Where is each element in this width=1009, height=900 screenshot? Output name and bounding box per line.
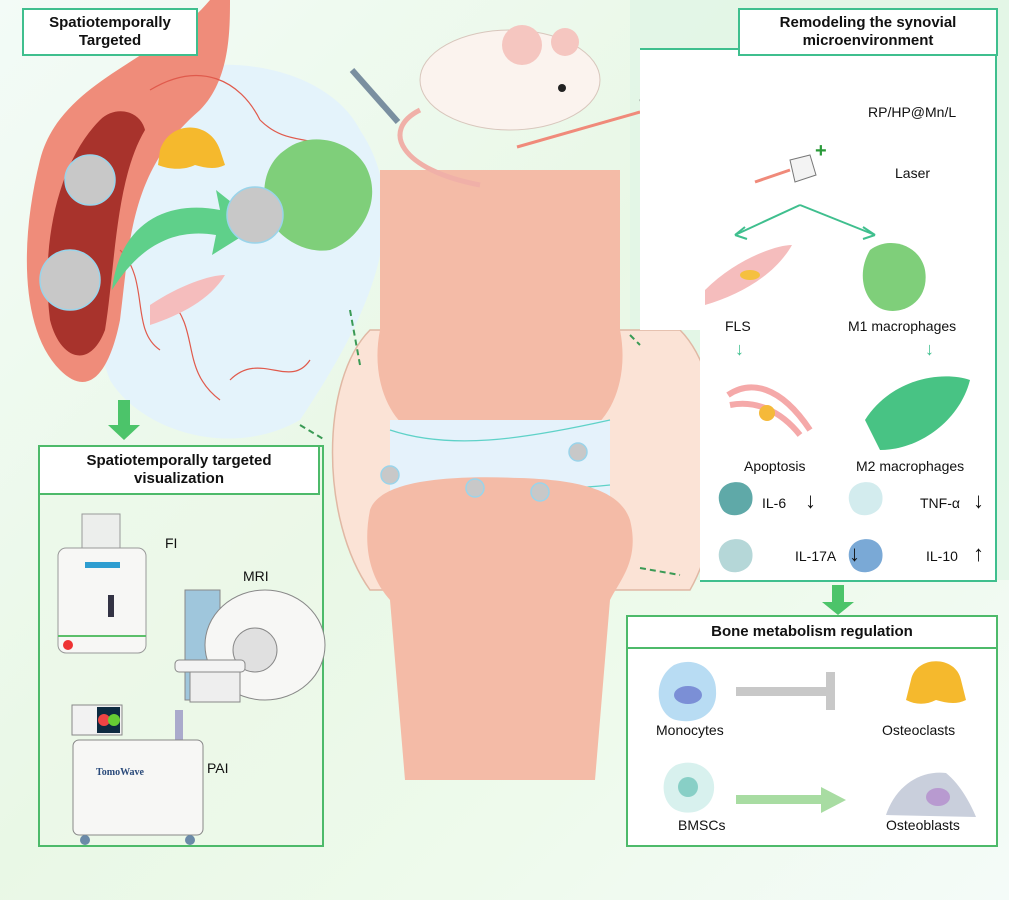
laser-beam-small xyxy=(754,168,791,184)
down-arrow-left xyxy=(108,400,140,440)
spatiotemporally-targeted-title: Spatiotemporally Targeted xyxy=(22,8,198,56)
il6-icon xyxy=(718,482,753,516)
m2-macrophage-icon xyxy=(865,376,970,450)
plus-sign: + xyxy=(815,140,827,162)
visualization-title: Spatiotemporally targeted visualization xyxy=(38,445,320,495)
promotion-bar xyxy=(736,795,821,804)
synovial-panel-left-edge xyxy=(640,170,700,330)
m1-macrophages-label: M1 macrophages xyxy=(848,318,957,334)
device-label-pai: PAI xyxy=(207,760,229,776)
syringe xyxy=(349,68,401,124)
fls-cell xyxy=(150,275,225,325)
inhibition-end xyxy=(826,672,835,710)
tnfa-icon xyxy=(848,482,883,516)
apoptosis-label: Apoptosis xyxy=(744,458,806,474)
nanoparticle-label: RP/HP@Mn/L xyxy=(868,104,957,120)
osteoclast-icon xyxy=(906,661,966,704)
m1-macrophage-icon xyxy=(862,242,926,311)
bone-metabolism-title: Bone metabolism regulation xyxy=(626,615,998,649)
laser-label: Laser xyxy=(895,165,931,181)
cytokine-il10-label: IL-10 xyxy=(926,548,958,564)
bone-metabolism-illustration xyxy=(658,661,976,817)
targeting-arrow xyxy=(112,190,260,290)
m2-macrophages-label: M2 macrophages xyxy=(856,458,965,474)
osteoclasts-label: Osteoclasts xyxy=(882,722,956,738)
device-label-mri: MRI xyxy=(243,568,269,584)
cytokine-icons xyxy=(718,482,883,573)
mouse-ear xyxy=(502,25,542,65)
promotion-arrowhead xyxy=(821,787,846,813)
osteoblasts-label: Osteoblasts xyxy=(886,817,960,833)
branch-arrows xyxy=(734,204,876,236)
dashed-connector xyxy=(299,309,681,576)
pai-system xyxy=(71,704,204,845)
osteoclast-cell xyxy=(158,127,225,169)
cytokine-il10-arrow: ↑ xyxy=(973,541,984,566)
mouse-tail xyxy=(397,107,481,188)
cytokine-il6-arrow: ↓ xyxy=(805,488,816,513)
cytokine-il6-label: IL-6 xyxy=(762,495,787,511)
remodeling-title: Remodeling the synovial microenvironment xyxy=(738,8,998,56)
il17a-icon xyxy=(718,539,753,573)
cytokine-tnfa-arrow: ↓ xyxy=(973,488,984,513)
monocytes-label: Monocytes xyxy=(656,722,724,738)
remodeling-illustration xyxy=(705,154,970,450)
mri-scanner xyxy=(174,589,326,703)
cytokine-tnfa-label: TNF-α xyxy=(920,495,960,511)
upper-bone xyxy=(377,170,623,440)
macrophage-cell xyxy=(264,139,373,251)
bmscs-label: BMSCs xyxy=(678,817,726,833)
synovial-panel-lower xyxy=(700,280,997,582)
fls-label: FLS xyxy=(725,318,751,334)
pai-brand-label: TomoWave xyxy=(96,767,144,778)
laser-beam xyxy=(516,110,641,149)
cytokine-il17a-arrow: ↓ xyxy=(849,541,860,566)
fi-imager xyxy=(57,513,147,654)
fls-down-arrow: ↓ xyxy=(735,339,744,359)
capillaries xyxy=(119,75,341,401)
imaging-devices xyxy=(57,513,326,845)
lower-bone xyxy=(367,477,633,780)
down-arrow-right xyxy=(822,585,854,615)
device-label-fi: FI xyxy=(165,535,178,551)
laser-icon xyxy=(789,154,817,183)
mouse-eye xyxy=(558,84,566,92)
cytokine-il17a-label: IL-17A xyxy=(795,548,837,564)
inhibition-bar xyxy=(736,687,831,696)
m1-down-arrow: ↓ xyxy=(925,339,934,359)
il10-icon xyxy=(848,539,883,573)
